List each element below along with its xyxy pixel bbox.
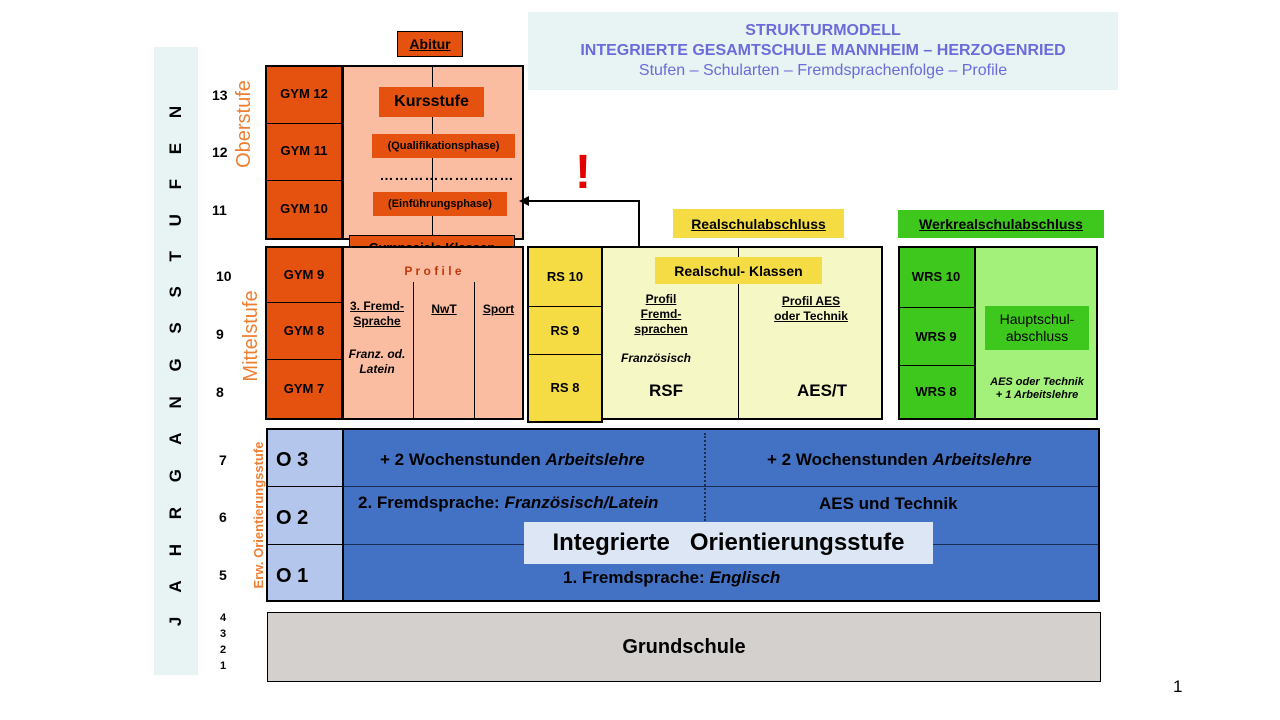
wochenstunden-right-em: Arbeitslehre xyxy=(932,450,1032,469)
phase-dots: ……………………… xyxy=(379,167,515,183)
profile-divider xyxy=(474,282,475,418)
grade-2: 2 xyxy=(220,644,227,656)
gym-divider xyxy=(267,359,341,360)
page-number: 1 xyxy=(1173,677,1183,696)
orient-divider xyxy=(268,486,342,487)
gym-11: GYM 11 xyxy=(280,143,328,158)
werkrealschulabschluss-label: Werkrealschulabschluss xyxy=(898,210,1104,238)
grade-12: 12 xyxy=(212,144,228,160)
fremdsprache-1-prefix: 1. Fremdsprache: xyxy=(563,568,710,587)
orient-o2: O 2 xyxy=(276,507,309,529)
wochenstunden-right-prefix: + 2 Wochenstunden xyxy=(767,450,933,469)
wrs-9: WRS 9 xyxy=(915,328,957,344)
wochenstunden-right: + 2 Wochenstunden Arbeitslehre xyxy=(767,450,1032,470)
orient-grade-column xyxy=(266,428,344,602)
wrs-aes-technik: AES oder Technik + 1 Arbeitslehre xyxy=(990,376,1084,401)
einfuehrung-label: (Einführungsphase) xyxy=(373,192,507,216)
gym-8: GYM 8 xyxy=(283,323,325,338)
rs-8: RS 8 xyxy=(550,379,580,395)
rs-divider xyxy=(529,306,601,307)
integrierte-orientierungsstufe: Integrierte Orientierungsstufe xyxy=(524,522,933,564)
fremdsprache-2-prefix: 2. Fremdsprache: xyxy=(358,493,505,512)
wochenstunden-left: + 2 Wochenstunden Arbeitslehre xyxy=(380,450,645,470)
grade-3: 3 xyxy=(220,628,227,640)
stage-orientierung: Erw. Orientierungsstufe xyxy=(250,441,266,589)
profile-label: P r o f i l e xyxy=(404,264,462,278)
grade-10: 10 xyxy=(216,268,232,284)
fremdsprache-1-em: Englisch xyxy=(709,568,781,587)
orient-row-divider xyxy=(344,486,1098,487)
profile-divider xyxy=(413,282,414,418)
grade-8: 8 xyxy=(216,384,224,400)
realschulabschluss-label: Realschulabschluss xyxy=(673,209,844,238)
side-label: J A H R G A N G S S T U F E N xyxy=(166,95,185,627)
gym-divider xyxy=(267,302,341,303)
gym-7: GYM 7 xyxy=(283,381,325,396)
wrs-divider xyxy=(900,365,974,366)
title-line3: Stufen – Schularten – Fremdsprachenfolge… xyxy=(638,62,1008,79)
grade-4: 4 xyxy=(220,612,227,624)
gym-divider xyxy=(267,180,341,181)
grade-11: 11 xyxy=(212,202,227,218)
grade-7: 7 xyxy=(219,452,227,468)
profile-fremdsprache: 3. Fremd-Sprache xyxy=(349,299,404,328)
aes-und-technik: AES und Technik xyxy=(819,494,958,513)
rs-aest: AES/T xyxy=(796,381,848,400)
kursstufe-label: Kursstufe xyxy=(379,87,484,117)
rs-column xyxy=(527,246,603,423)
abitur-label: Abitur xyxy=(397,31,463,57)
rs-franzoesisch: Französisch xyxy=(620,351,692,365)
qualifikation-label: (Qualifikationsphase) xyxy=(372,134,515,158)
gym-10: GYM 10 xyxy=(280,201,328,216)
fremdsprache-2-em: Französisch/Latein xyxy=(504,493,659,512)
rs-profil-fremdsprachen: Profil Fremd-sprachen xyxy=(634,291,688,336)
warning-icon: ! xyxy=(575,145,591,199)
wrs-10: WRS 10 xyxy=(911,269,961,284)
grade-13: 13 xyxy=(212,87,228,103)
profile-nwt: NwT xyxy=(431,302,457,316)
wrs-column xyxy=(898,246,976,420)
wrs-divider xyxy=(900,307,974,308)
stage-oberstufe: Oberstufe xyxy=(232,80,255,168)
title-line1: STRUKTURMODELL xyxy=(745,22,901,39)
title-panel: STRUKTURMODELL INTEGRIERTE GESAMTSCHULE … xyxy=(528,12,1118,90)
title-line2: INTEGRIERTE GESAMTSCHULE MANNHEIM – HERZ… xyxy=(580,42,1066,59)
rs-rsf: RSF xyxy=(649,381,683,400)
rs-profile-divider xyxy=(738,248,739,418)
arrow-connector xyxy=(519,196,640,247)
rs-profil-aes-technik: Profil AES oder Technik xyxy=(774,294,848,323)
wochenstunden-left-prefix: + 2 Wochenstunden xyxy=(380,450,546,469)
wrs-8: WRS 8 xyxy=(915,384,957,399)
orient-divider xyxy=(268,544,342,545)
grade-1: 1 xyxy=(220,660,227,672)
rs-divider xyxy=(529,354,601,355)
fremdsprache-1: 1. Fremdsprache: Englisch xyxy=(563,568,780,588)
profile-sport: Sport xyxy=(482,302,515,316)
grade-6: 6 xyxy=(219,509,227,525)
gym-lower-column xyxy=(265,246,343,420)
gym-divider xyxy=(267,123,341,124)
orient-panel xyxy=(342,428,1100,602)
grade-5: 5 xyxy=(219,567,227,583)
rs-klassen-label: Realschul- Klassen xyxy=(655,257,822,284)
orient-dotted-divider xyxy=(704,433,706,521)
rs-10: RS 10 xyxy=(546,268,584,284)
orient-o3: O 3 xyxy=(276,449,309,471)
gym-9: GYM 9 xyxy=(283,266,325,282)
profile-franz-latein: Franz. od. Latein xyxy=(348,347,406,376)
side-label-panel xyxy=(154,47,198,675)
gym-upper-column xyxy=(265,65,343,240)
fremdsprache-2: 2. Fremdsprache: Französisch/Latein xyxy=(358,493,658,513)
orient-o1: O 1 xyxy=(276,565,309,587)
rs-9: RS 9 xyxy=(550,322,580,338)
grade-9: 9 xyxy=(216,326,224,342)
grundschule: Grundschule xyxy=(267,612,1101,682)
wochenstunden-left-em: Arbeitslehre xyxy=(545,450,645,469)
profile-panel xyxy=(342,246,524,420)
gym-12: GYM 12 xyxy=(280,86,328,101)
stage-mittelstufe: Mittelstufe xyxy=(239,290,262,382)
hauptschulabschluss-label: Hauptschul-abschluss xyxy=(985,306,1089,350)
